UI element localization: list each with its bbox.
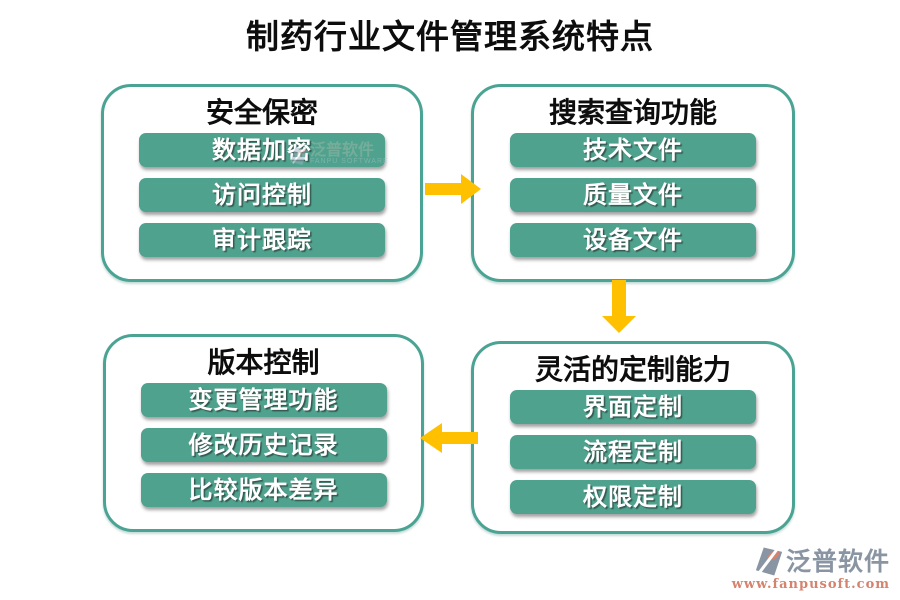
page-title: 制药行业文件管理系统特点 [246,17,654,56]
pill-data-encryption: 数据加密 [139,133,385,167]
pill-access-control: 访问控制 [139,178,385,212]
pill-technical-files: 技术文件 [510,133,756,167]
arrow-left-icon [420,423,478,453]
arrow-down-icon [602,280,636,333]
feature-box-version: 版本控制 变更管理功能 修改历史记录 比较版本差异 [103,334,424,532]
box-heading-security: 安全保密 [205,96,318,129]
brand-logo-row: 泛普软件 [732,546,890,577]
brand-logo: 泛普软件 www.fanpusoft.com [731,546,890,593]
pill-list: 变更管理功能 修改历史记录 比较版本差异 [106,383,421,507]
pill-change-management: 变更管理功能 [140,383,387,417]
pill-compare-versions: 比较版本差异 [140,473,387,507]
pill-quality-files: 质量文件 [510,178,756,212]
pill-workflow-customization: 流程定制 [510,435,756,469]
box-heading-version: 版本控制 [207,346,320,379]
pill-permission-customization: 权限定制 [510,480,756,514]
pill-ui-customization: 界面定制 [510,390,756,424]
brand-name: 泛普软件 [785,546,890,576]
box-heading-search: 搜索查询功能 [548,96,717,129]
pill-audit-tracking: 审计跟踪 [139,223,385,257]
pill-history-records: 修改历史记录 [140,428,387,462]
pill-list: 技术文件 质量文件 设备文件 [474,133,792,257]
pill-equipment-files: 设备文件 [510,223,756,257]
brand-url: www.fanpusoft.com [731,577,890,592]
feature-box-security: 安全保密 数据加密 访问控制 审计跟踪 [101,84,423,282]
pill-list: 数据加密 访问控制 审计跟踪 [104,133,420,257]
arrow-right-icon [425,174,481,204]
brand-logo-icon [755,547,783,576]
feature-box-search: 搜索查询功能 技术文件 质量文件 设备文件 [471,84,795,282]
feature-box-customization: 灵活的定制能力 界面定制 流程定制 权限定制 [471,341,795,534]
box-heading-customization: 灵活的定制能力 [534,353,731,386]
pill-list: 界面定制 流程定制 权限定制 [474,390,792,514]
